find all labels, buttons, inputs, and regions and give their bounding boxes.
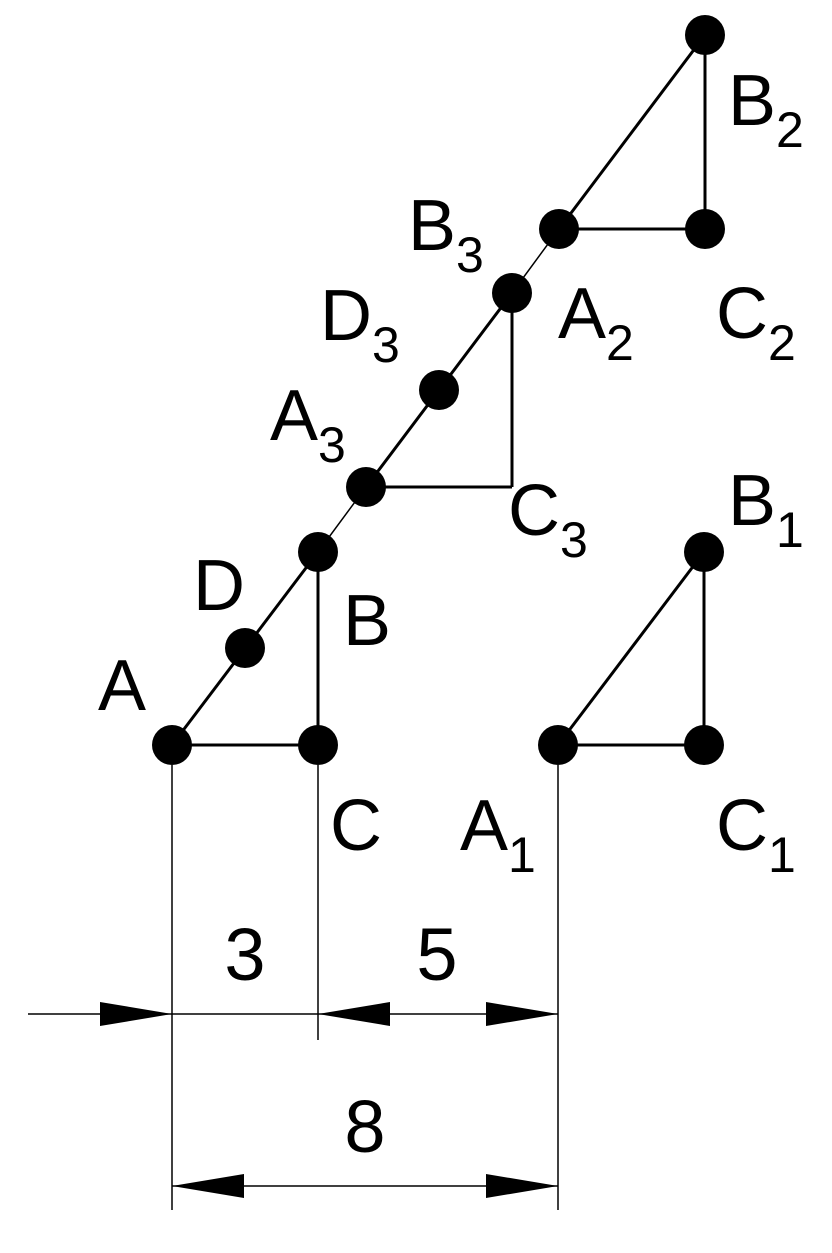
point-c: [298, 725, 338, 765]
point-a3: [346, 467, 386, 507]
dimension-line-upper: 3 5: [28, 913, 558, 1026]
label-a3: A3: [270, 376, 346, 473]
arrow-right-at-a1: [486, 1174, 558, 1198]
arrow-left-into-c: [318, 1002, 390, 1026]
label-a2: A2: [558, 274, 634, 371]
triangle-a2b2c2: [557, 34, 707, 231]
point-a2: [539, 209, 579, 249]
arrow-left-at-a: [172, 1174, 244, 1198]
label-c3: C3: [508, 471, 588, 568]
dimension-aa1-label: 8: [344, 1085, 385, 1168]
arrow-right-into-a1: [486, 1002, 558, 1026]
triangle-a1b1c1: [556, 551, 706, 747]
label-d: D: [193, 546, 245, 626]
label-d3: D3: [320, 276, 400, 373]
label-c2: C2: [716, 274, 796, 371]
point-b1: [684, 532, 724, 572]
point-b3: [492, 273, 532, 313]
point-a1: [538, 725, 578, 765]
label-a: A: [98, 646, 146, 726]
segment-a2b2: [557, 34, 707, 230]
point-a: [152, 725, 192, 765]
dimension-ca1-label: 5: [416, 913, 457, 996]
point-b: [298, 532, 338, 572]
label-b: B: [343, 581, 391, 661]
point-d: [225, 628, 265, 668]
arrow-right-into-a: [100, 1002, 172, 1026]
point-c2: [685, 209, 725, 249]
points: [152, 15, 725, 765]
label-b3: B3: [408, 186, 484, 283]
segment-a1b1: [556, 551, 706, 746]
extension-lines: [171, 765, 559, 1210]
point-b2: [685, 15, 725, 55]
label-c: C: [330, 786, 382, 866]
label-b2: B2: [728, 61, 804, 158]
dimension-line-lower: 8: [172, 1085, 558, 1198]
point-labels: A D B C A1 B1 C1 B2 A2 C2 B3 D3 A3 C3: [98, 61, 804, 883]
point-d3: [419, 370, 459, 410]
point-c1: [684, 725, 724, 765]
label-b1: B1: [728, 461, 804, 558]
dimension-ac-label: 3: [224, 913, 265, 996]
label-a1: A1: [460, 786, 536, 883]
label-c1: C1: [716, 786, 796, 883]
